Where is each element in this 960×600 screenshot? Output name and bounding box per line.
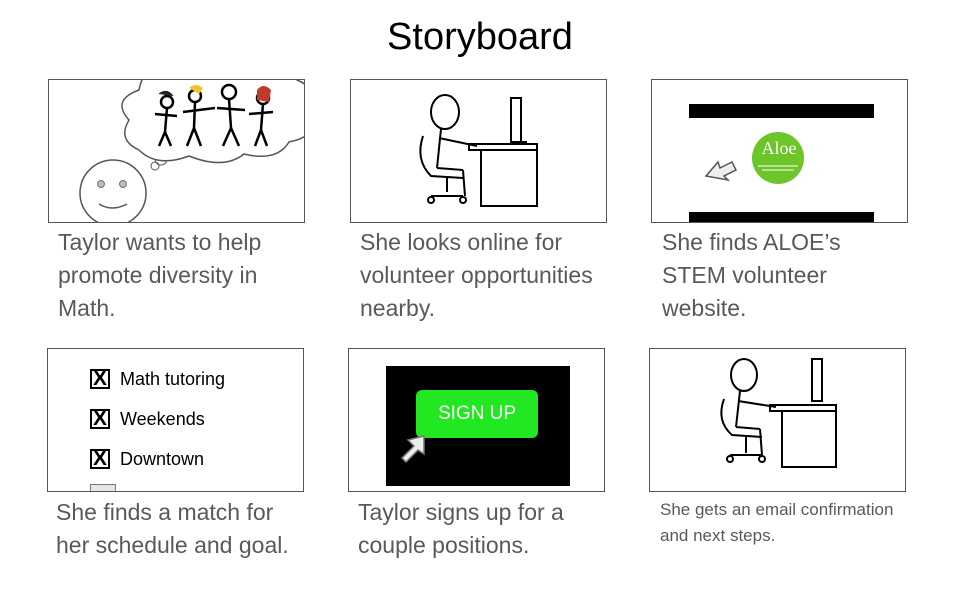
checklist-item-math-tutoring: X Math tutoring: [90, 367, 225, 391]
panel-2-computer: [350, 79, 607, 223]
panel-1-caption: Taylor wants to help promote diversity i…: [58, 226, 298, 325]
panel-6-caption: She gets an email confirmation and next …: [660, 497, 910, 549]
person-at-desk-illustration: [650, 349, 906, 492]
checklist-item-weekends: X Weekends: [90, 407, 205, 431]
thought-bubble-illustration: [49, 80, 305, 223]
checklist-item-downtown: X Downtown: [90, 447, 204, 471]
signup-button: SIGN UP: [416, 390, 538, 438]
panel-2-caption: She looks online for volunteer opportuni…: [360, 226, 600, 325]
checkbox-checked: X: [90, 409, 110, 429]
panel-4-checklist: X Math tutoring X Weekends X Downtown: [47, 348, 304, 492]
panel-3-website: Aloe: [651, 79, 908, 223]
panel-3-caption: She finds ALOE’s STEM volunteer website.: [662, 226, 902, 325]
signup-screen: SIGN UP: [386, 366, 570, 486]
panel-1-thought: [48, 79, 305, 223]
checklist-label: Math tutoring: [120, 369, 225, 390]
storyboard-title: Storyboard: [0, 16, 960, 59]
checklist-label: Downtown: [120, 449, 204, 470]
checkbox-empty: [90, 484, 116, 492]
panel-4-caption: She finds a match for her schedule and g…: [56, 496, 306, 562]
person-at-desk-illustration: [351, 80, 607, 223]
panel-6-confirmation: [649, 348, 906, 492]
checklist-label: Weekends: [120, 409, 205, 430]
checkbox-checked: X: [90, 369, 110, 389]
cursor-arrow-icon: [396, 432, 436, 472]
panel-5-caption: Taylor signs up for a couple positions.: [358, 496, 608, 562]
aloe-logo-text: Aloe: [756, 138, 802, 159]
panel-5-signup: SIGN UP: [348, 348, 605, 492]
checkbox-checked: X: [90, 449, 110, 469]
